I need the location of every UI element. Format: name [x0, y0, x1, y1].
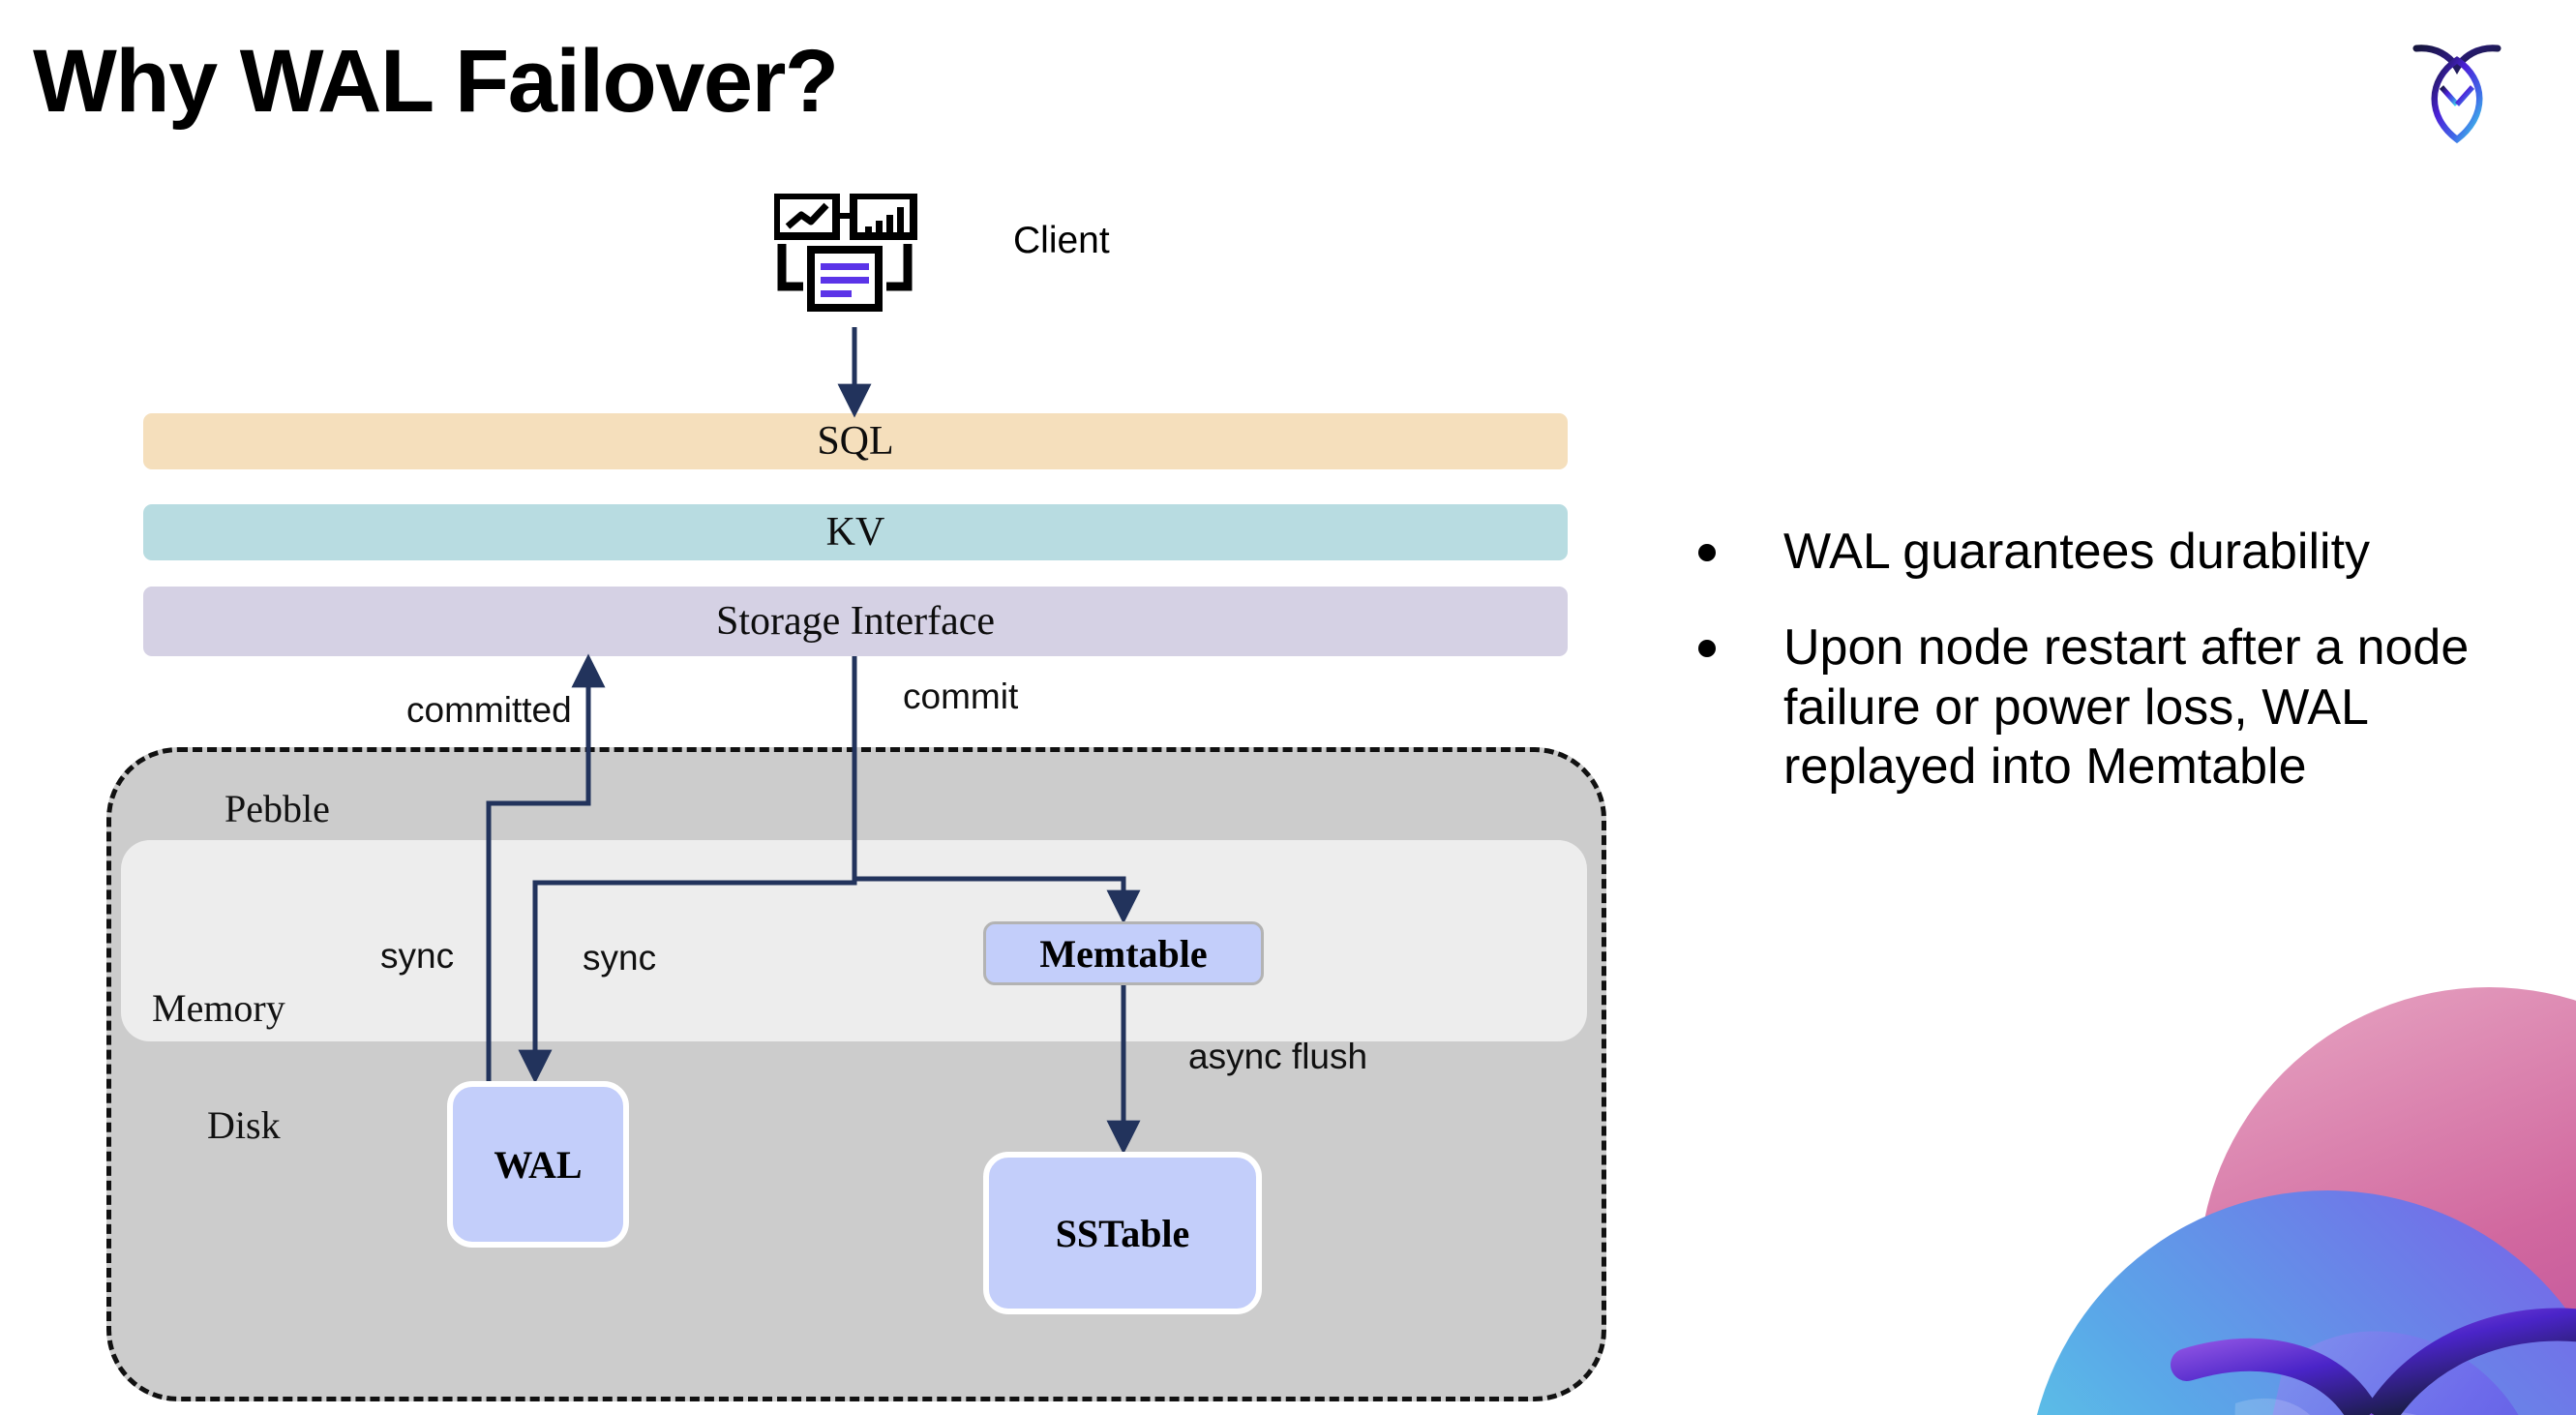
node-wal: WAL: [447, 1081, 629, 1248]
cockroach-watermark-icon: [1993, 948, 2576, 1415]
edge-label-committed: committed: [406, 690, 572, 730]
node-wal-label: WAL: [494, 1142, 583, 1187]
node-memtable-label: Memtable: [1039, 931, 1208, 976]
layer-bar-sql: SQL: [143, 413, 1568, 469]
client-label: Client: [1013, 220, 1110, 261]
client-terminal-icon: [772, 192, 929, 329]
memory-region: [121, 840, 1587, 1041]
layer-bar-kv: KV: [143, 504, 1568, 560]
node-sstable-label: SSTable: [1055, 1211, 1190, 1255]
bullet-dot-icon: [1698, 640, 1716, 658]
memory-label: Memory: [152, 986, 285, 1030]
bullet-list: WAL guarantees durability Upon node rest…: [1698, 523, 2550, 833]
page-title: Why WAL Failover?: [33, 32, 839, 131]
list-item: WAL guarantees durability: [1698, 523, 2550, 582]
bullet-text: Upon node restart after a node failure o…: [1783, 619, 2470, 796]
layer-bar-storage-interface-label: Storage Interface: [716, 599, 995, 644]
bullet-text: WAL guarantees durability: [1783, 524, 2371, 580]
node-sstable: SSTable: [983, 1152, 1262, 1314]
node-memtable: Memtable: [983, 921, 1264, 985]
pebble-label: Pebble: [225, 787, 330, 830]
disk-label: Disk: [207, 1103, 281, 1147]
layer-bar-kv-label: KV: [825, 510, 885, 555]
edge-label-sync-right: sync: [583, 938, 657, 978]
cockroach-logo-icon: [2407, 35, 2507, 144]
architecture-diagram: Client SQL KV Storage Interface Pebble M…: [106, 192, 1606, 1401]
edge-label-async-flush: async flush: [1188, 1037, 1368, 1076]
layer-bar-sql-label: SQL: [817, 419, 894, 464]
edge-label-commit: commit: [903, 677, 1019, 716]
bullet-dot-icon: [1698, 544, 1716, 561]
list-item: Upon node restart after a node failure o…: [1698, 618, 2550, 797]
layer-bar-storage-interface: Storage Interface: [143, 587, 1568, 656]
edge-label-sync-left: sync: [380, 936, 455, 976]
